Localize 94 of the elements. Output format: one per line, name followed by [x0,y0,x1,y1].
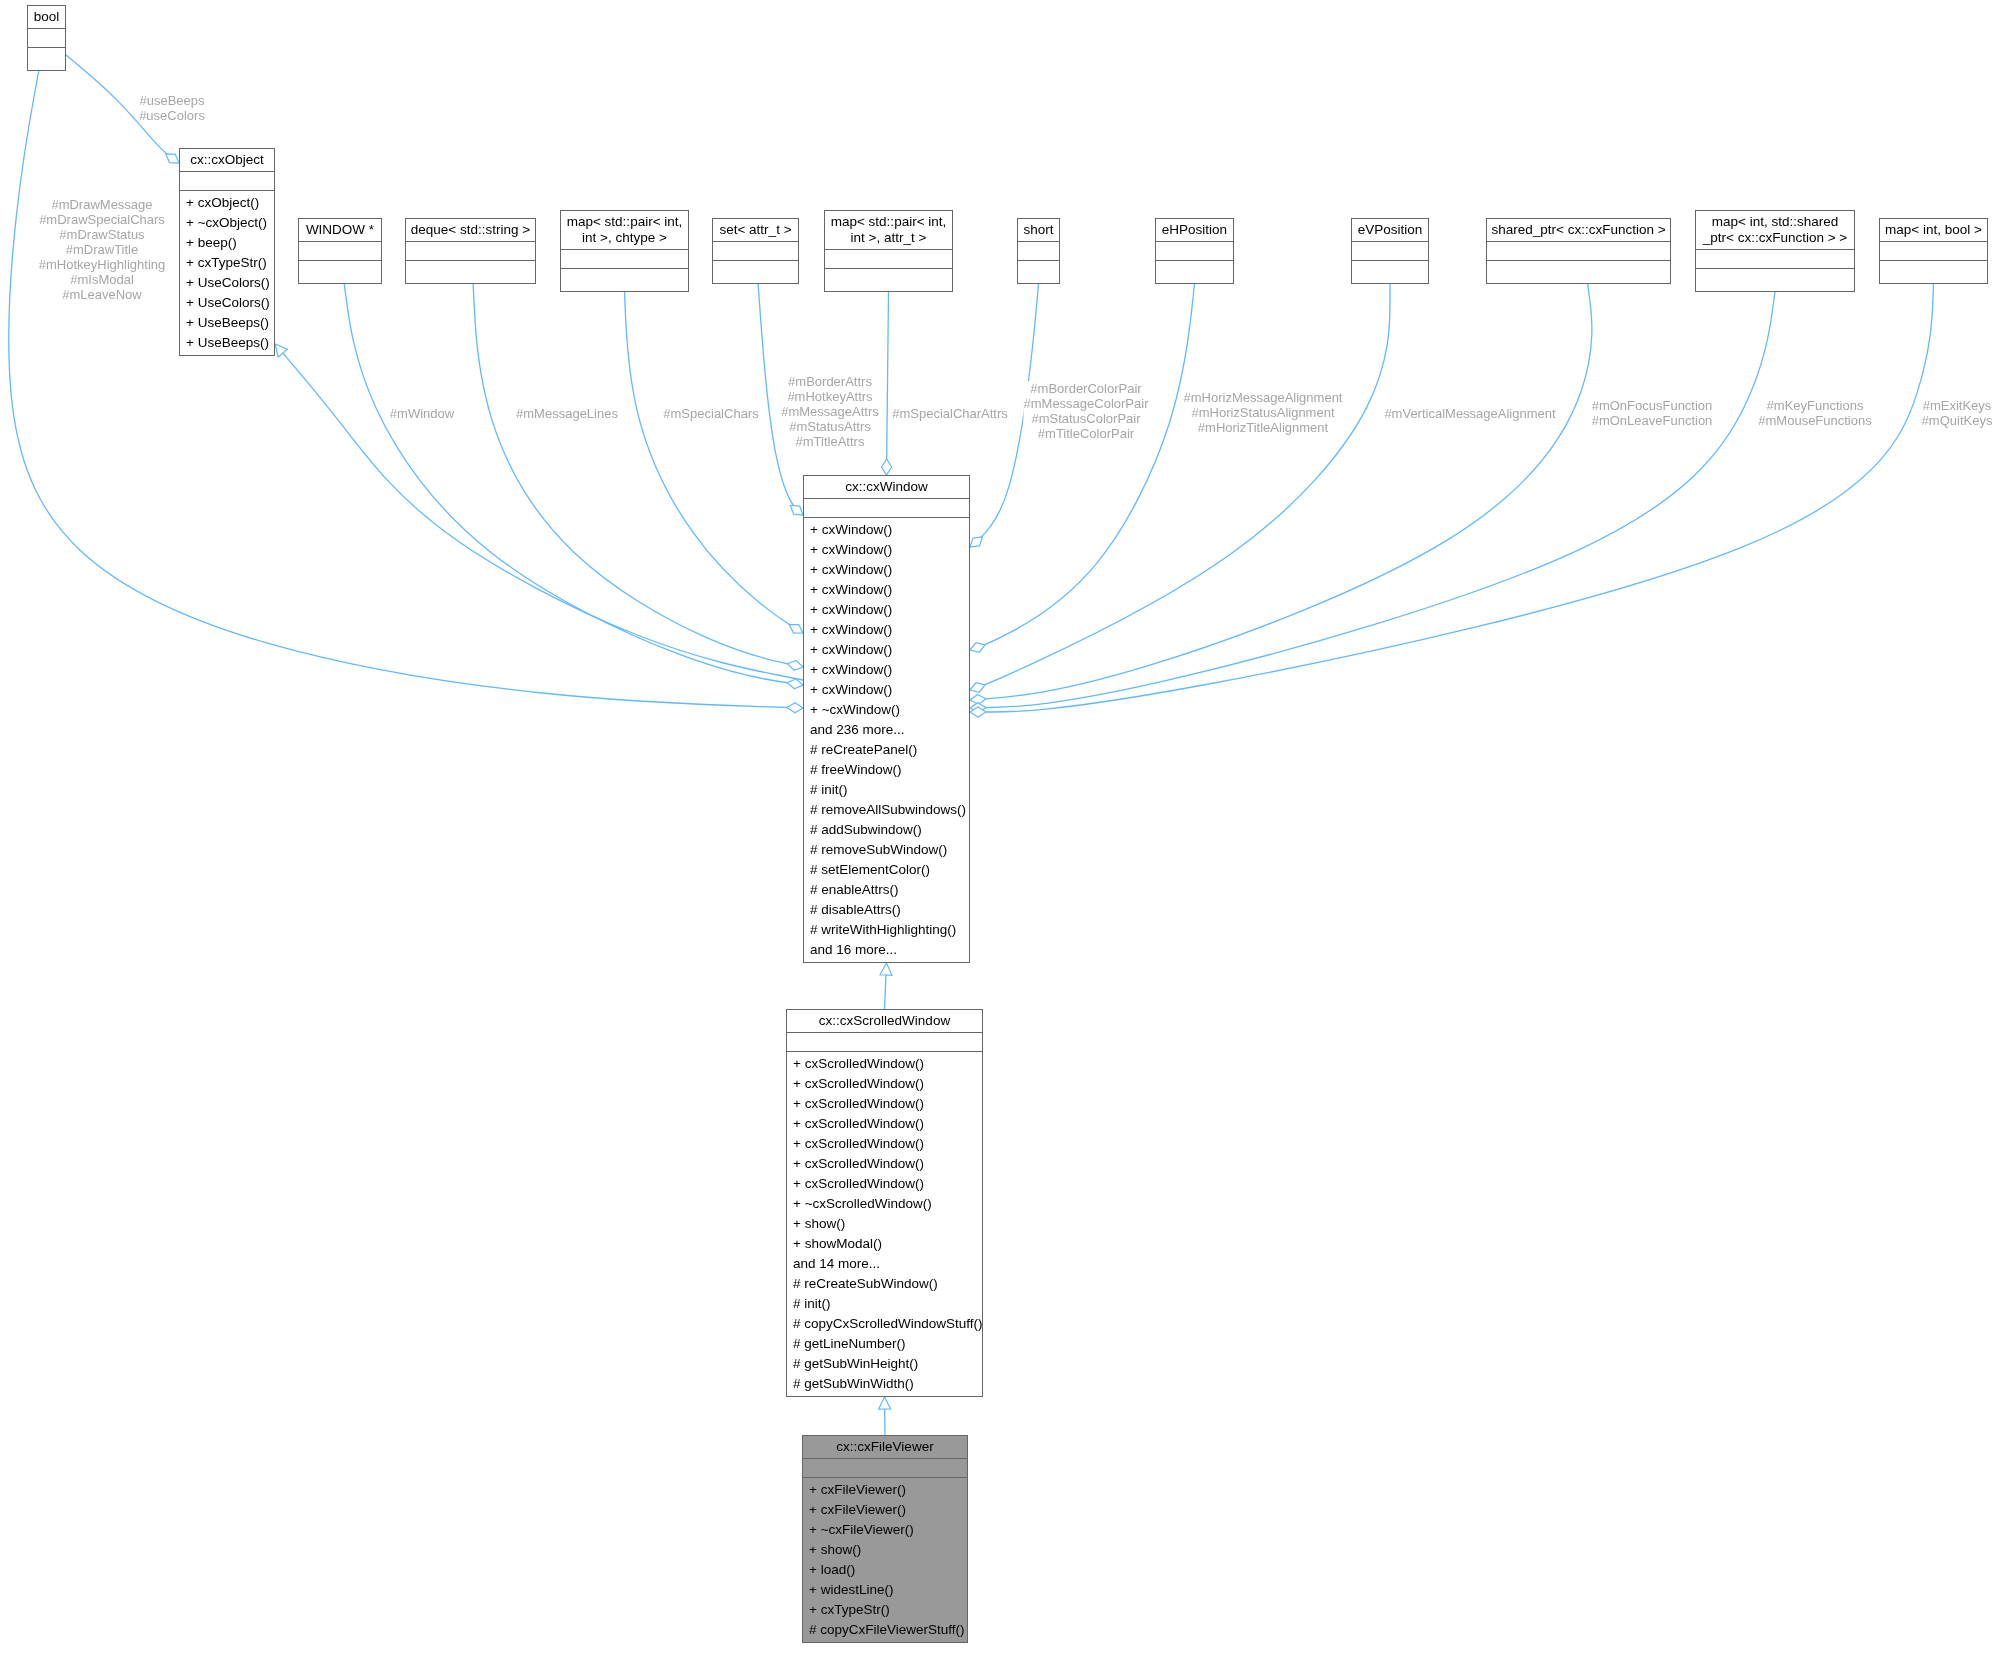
class-name: eVPosition [1357,222,1423,238]
connector-arrow [878,1396,892,1436]
class-box [802,1435,968,1643]
class-box [1155,218,1234,284]
member-name: and 14 more... [793,1255,882,1273]
member-name: + cxScrolledWindow() [793,1075,925,1093]
member-name: + cxScrolledWindow() [793,1135,925,1153]
member-name: + cxScrolledWindow() [793,1175,925,1193]
member-name: # removeAllSubwindows() [810,801,965,819]
member-name: # getSubWinWidth() [793,1375,915,1393]
member-name: + cxScrolledWindow() [793,1095,925,1113]
edge-label: #mBorderColorPair #mMessageColorPair #mStatusColorPair #mTitleColorPair [1023,381,1149,441]
edge-label: #mExitKeys #mQuitKeys [1921,398,1993,428]
member-name: # writeWithHighlighting() [810,921,958,939]
member-name: # reCreateSubWindow() [793,1275,939,1293]
member-name: # copyCxFileViewerStuff() [809,1621,963,1639]
member-name: + cxWindow() [810,541,894,559]
member-name: + ~cxWindow() [810,701,902,719]
class-name: deque< std::string > [410,222,531,238]
member-name: + cxFileViewer() [809,1501,907,1519]
member-name: + cxScrolledWindow() [793,1115,925,1133]
member-name: + ~cxScrolledWindow() [793,1195,933,1213]
member-name: + beep() [186,234,238,252]
class-name: cx::cxWindow [845,479,928,495]
member-name: + cxWindow() [810,621,894,639]
member-name: + cxFileViewer() [809,1481,907,1499]
member-name: + cxObject() [186,194,261,212]
member-name: + cxWindow() [810,661,894,679]
member-name: # getLineNumber() [793,1335,907,1353]
class-name: cx::cxFileViewer [836,1439,934,1455]
member-name: + UseColors() [186,274,270,292]
member-name: and 16 more... [810,941,899,959]
class-name: cx::cxScrolledWindow [818,1013,951,1029]
connector-arrow [274,343,804,681]
member-name: # init() [810,781,849,799]
class-box [1695,210,1855,292]
member-name: + cxWindow() [810,681,894,699]
class-name: bool [33,9,60,25]
member-name: + cxWindow() [810,601,894,619]
member-name: and 236 more... [810,721,906,739]
member-name: + ~cxFileViewer() [809,1521,915,1539]
edge-label: #useBeeps #useColors [139,93,205,123]
class-name: map< std::pair< int, int >, attr_t > [829,214,948,246]
member-name: # addSubwindow() [810,821,923,839]
member-name: + UseColors() [186,294,270,312]
class-name: map< std::pair< int, int >, chtype > [565,214,684,246]
class-name: shared_ptr< cx::cxFunction > [1491,222,1666,238]
member-name: + show() [809,1541,863,1559]
member-name: + cxWindow() [810,581,894,599]
member-name: + cxScrolledWindow() [793,1155,925,1173]
member-name: # disableAttrs() [810,901,902,919]
class-box [27,5,66,71]
class-name: map< int, bool > [1885,222,1982,238]
member-name: + show() [793,1215,847,1233]
class-box [712,218,799,284]
member-name: # init() [793,1295,832,1313]
class-box [1351,218,1429,284]
member-name: + cxWindow() [810,521,894,539]
member-name: + showModal() [793,1235,883,1253]
member-name: + UseBeeps() [186,334,270,352]
member-name: + cxTypeStr() [809,1601,891,1619]
member-name: + cxWindow() [810,561,894,579]
member-name: # setElementColor() [810,861,932,879]
class-box [179,148,275,356]
edge-label: #mKeyFunctions #mMouseFunctions [1758,398,1872,428]
member-name: + widestLine() [809,1581,895,1599]
class-box [560,210,689,292]
class-box [824,210,953,292]
class-name: set< attr_t > [719,222,792,238]
class-box [298,218,382,284]
edge-label: #mOnFocusFunction #mOnLeaveFunction [1591,398,1713,428]
class-name: eHPosition [1161,222,1228,238]
member-name: + cxWindow() [810,641,894,659]
member-name: # getSubWinHeight() [793,1355,920,1373]
member-name: + load() [809,1561,857,1579]
class-name: cx::cxObject [190,152,264,168]
member-name: # reCreatePanel() [810,741,919,759]
member-name: # enableAttrs() [810,881,900,899]
member-name: + UseBeeps() [186,314,270,332]
class-box [1486,218,1671,284]
class-name: map< int, std::shared _ptr< cx::cxFunction > > [1701,214,1849,246]
member-name: + ~cxObject() [186,214,269,232]
member-name: + cxTypeStr() [186,254,268,272]
connector-arrow [879,962,893,1010]
member-name: + cxScrolledWindow() [793,1055,925,1073]
class-box [1879,218,1988,284]
class-box [1017,218,1060,284]
member-name: # freeWindow() [810,761,903,779]
member-name: # removeSubWindow() [810,841,949,859]
class-box [786,1009,983,1397]
class-box [803,475,970,963]
class-name: WINDOW * [305,222,375,238]
class-name: short [1023,222,1054,238]
class-box [405,218,536,284]
